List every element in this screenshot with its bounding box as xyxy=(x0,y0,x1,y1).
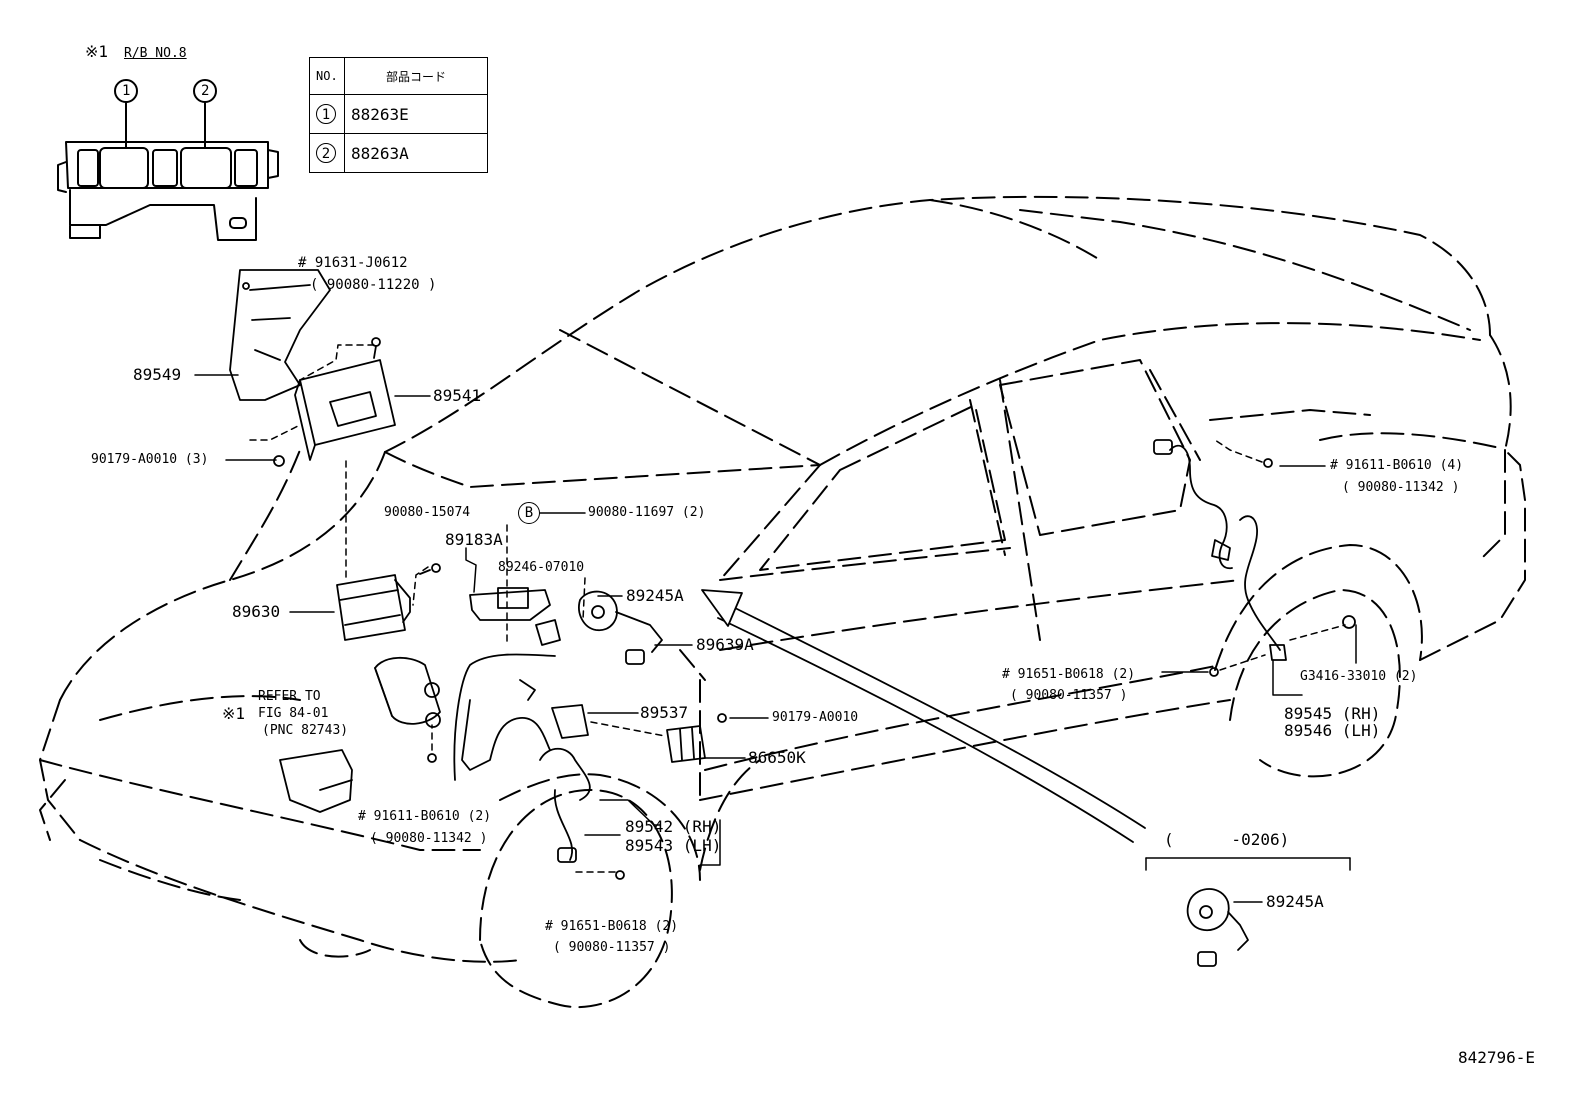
label-89246-07010: 89246-07010 xyxy=(498,560,585,575)
label-90080-11220: ( 90080-11220 ) xyxy=(310,277,437,293)
table-header-row: NO. 部品コード xyxy=(309,57,488,95)
label-90080-11342-rear: ( 90080-11342 ) xyxy=(1342,480,1460,495)
label-89542: 89542 (RH) xyxy=(625,817,722,836)
table-cell-code: 88263E xyxy=(344,94,488,134)
table-row: 1 88263E xyxy=(309,94,488,134)
label-90179-A0010-3: 90179-A0010 (3) xyxy=(91,452,209,467)
label-91651-B0618-rear: # 91651-B0618 (2) xyxy=(1002,667,1136,682)
label-89183A: 89183A xyxy=(445,530,503,549)
b-callout-mark: B xyxy=(518,502,540,524)
relay-callout-1: 1 xyxy=(122,83,131,99)
label-91611-B0610-rear: # 91611-B0610 (4) xyxy=(1330,458,1464,473)
label-89545: 89545 (RH) xyxy=(1284,704,1381,723)
leader-lines xyxy=(194,374,1357,903)
note-mark: ※1 xyxy=(85,42,109,61)
component-illustrations xyxy=(229,269,1356,967)
inset-date-range: ( -0206) xyxy=(1164,830,1290,849)
refer-mark: ※1 xyxy=(222,704,246,723)
label-89543: 89543 (LH) xyxy=(625,836,722,855)
label-89541: 89541 xyxy=(433,386,482,405)
vehicle-outline xyxy=(39,195,1526,1009)
label-89630: 89630 xyxy=(232,602,281,621)
label-91611-B0610-front: # 91611-B0610 (2) xyxy=(358,809,492,824)
dashed-connectors xyxy=(249,344,1346,873)
refer-line-2: FIG 84-01 xyxy=(258,706,329,721)
label-89537: 89537 xyxy=(640,703,689,722)
table-header-no: NO. xyxy=(309,57,345,95)
label-90080-11342-front: ( 90080-11342 ) xyxy=(370,831,488,846)
refer-line-3: (PNC 82743) xyxy=(262,723,349,738)
label-89639A: 89639A xyxy=(696,635,754,654)
label-89245A-inset: 89245A xyxy=(1266,892,1324,911)
relay-callout-2: 2 xyxy=(201,83,210,99)
label-90080-15074: 90080-15074 xyxy=(384,505,471,520)
label-91631-J0612: # 91631-J0612 xyxy=(298,255,408,271)
label-89546: 89546 (LH) xyxy=(1284,721,1381,740)
label-91651-B0618-front: # 91651-B0618 (2) xyxy=(545,919,679,934)
table-row: 2 88263A xyxy=(309,133,488,173)
label-G3416-33010: G3416-33010 (2) xyxy=(1300,669,1418,684)
table-cell-no: 2 xyxy=(309,133,345,173)
label-86650K: 86650K xyxy=(748,748,806,767)
relay-block-illustration xyxy=(57,79,279,241)
table-cell-code: 88263A xyxy=(344,133,488,173)
refer-line-1: REFER TO xyxy=(258,689,321,704)
label-90080-11357-rear: ( 90080-11357 ) xyxy=(1010,688,1128,703)
relay-block-title: R/B NO.8 xyxy=(124,46,187,61)
inset-arrow xyxy=(701,589,1146,843)
label-89245A: 89245A xyxy=(626,586,684,605)
label-90179-A0010: 90179-A0010 xyxy=(772,710,859,725)
figure-code: 842796-E xyxy=(1458,1048,1536,1067)
label-90080-11697: 90080-11697 (2) xyxy=(588,505,706,520)
label-90080-11357-front: ( 90080-11357 ) xyxy=(553,940,671,955)
table-header-code: 部品コード xyxy=(344,57,488,95)
label-89549: 89549 xyxy=(133,365,182,384)
part-code-table: NO. 部品コード 1 88263E 2 88263A xyxy=(309,57,488,173)
table-cell-no: 1 xyxy=(309,94,345,134)
